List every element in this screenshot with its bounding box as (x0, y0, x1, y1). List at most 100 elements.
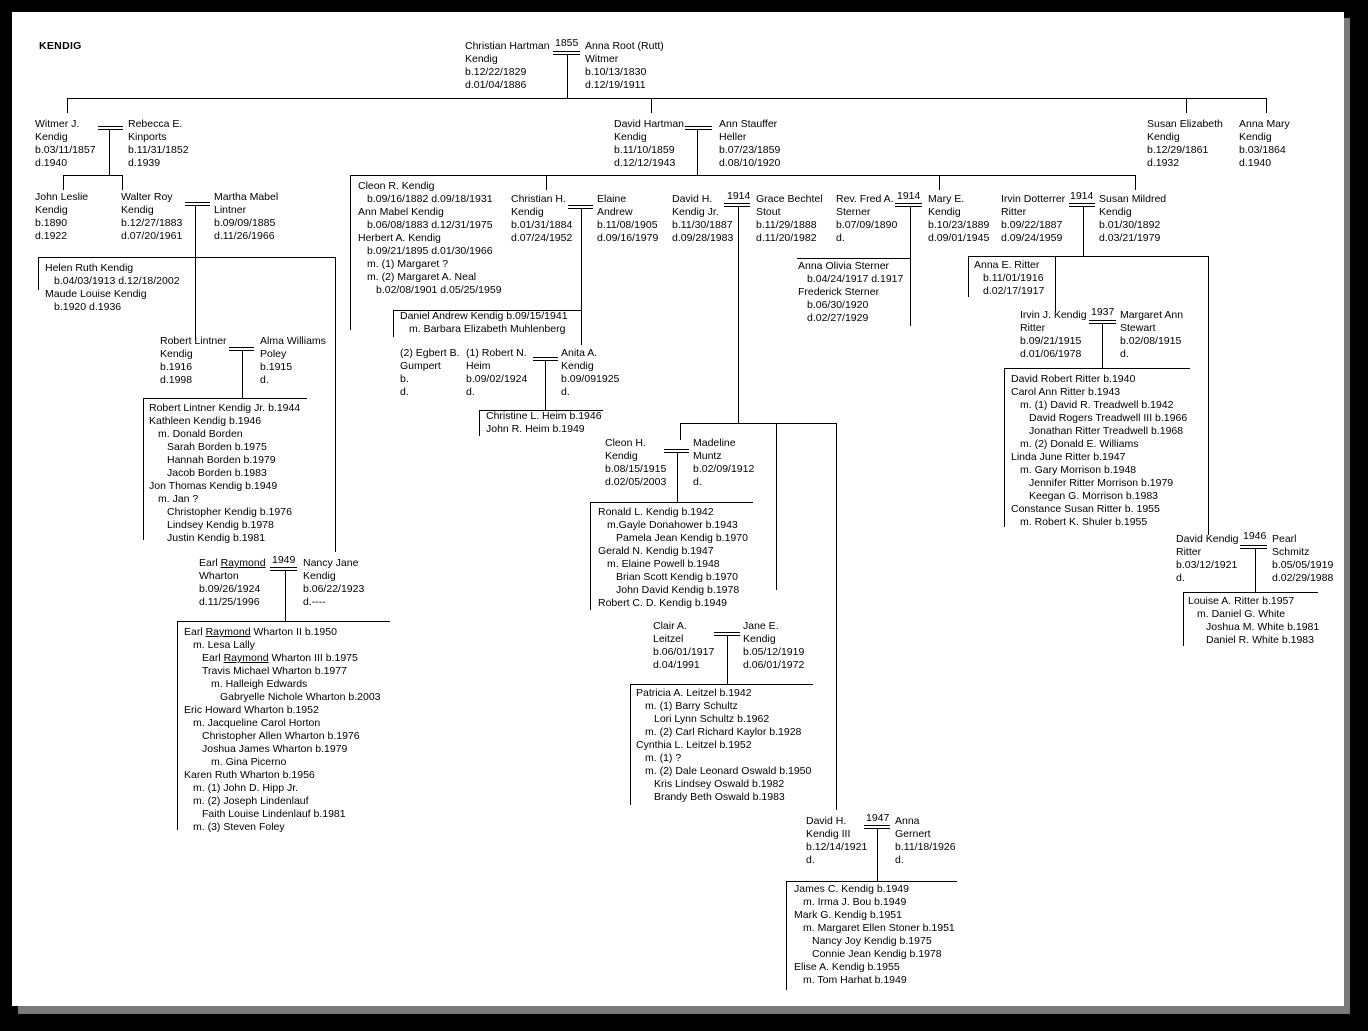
descendant-line: Ronald L. Kendig b.1942 (598, 506, 714, 518)
death-date: d.---- (303, 596, 326, 608)
descent-connector (651, 98, 652, 113)
descendant-line: m. (3) Steven Foley (193, 821, 285, 833)
person-surname: Kendig (561, 360, 594, 372)
marriage-bar (270, 567, 297, 568)
birth-date: b.1915 (260, 361, 293, 373)
descendant-line: David Rogers Treadwell III b.1966 (1029, 412, 1188, 424)
person-surname: Lintner (214, 204, 247, 216)
marriage-bar (568, 208, 593, 209)
person-name: Alma Williams (260, 335, 326, 347)
marriage-bar (185, 205, 210, 206)
descendant-line: Earl Raymond Wharton III b.1975 (202, 652, 358, 664)
descent-connector (680, 423, 681, 440)
death-date: d.07/20/1961 (121, 230, 183, 242)
descendant-line: Christopher Allen Wharton b.1976 (202, 730, 360, 742)
descendant-line: m. Daniel G. White (1197, 608, 1286, 620)
marriage-bar (533, 357, 558, 358)
descendant-line: b.06/08/1883 d.12/31/1975 (367, 219, 493, 231)
descendant-line: Lori Lynn Schultz b.1962 (654, 713, 770, 725)
person-name: David H. (672, 193, 713, 205)
descent-connector (1255, 548, 1256, 592)
descendant-line: John David Kendig b.1978 (616, 584, 740, 596)
sibling-connector (680, 423, 836, 424)
marriage-bar (714, 632, 740, 633)
death-date: d.02/05/2003 (605, 476, 667, 488)
person-surname: Kendig (928, 206, 961, 218)
descendant-line: Jacob Borden b.1983 (167, 467, 267, 479)
descendant-line: m. Robert K. Shuler b.1955 (1020, 516, 1148, 528)
birth-date: b.03/12/1921 (1176, 559, 1238, 571)
descendant-line: David Robert Ritter b.1940 (1011, 373, 1136, 385)
marriage-year: 1946 (1243, 530, 1267, 542)
descendant-line: Mark G. Kendig b.1951 (794, 909, 902, 921)
marriage-bar (1240, 545, 1267, 546)
birth-date: b.09/09/1885 (214, 217, 276, 229)
descendant-line: James C. Kendig b.1949 (794, 883, 909, 895)
marriage-bar (1069, 206, 1095, 207)
birth-date: b.11/10/1859 (614, 144, 675, 156)
death-date: d.01/04/1886 (465, 79, 527, 91)
descendant-line: m. Donald Borden (158, 428, 243, 440)
sibling-connector (38, 257, 335, 258)
person-name: John Leslie (35, 191, 89, 203)
descendant-line: m. (2) Dale Leonard Oswald b.1950 (645, 765, 812, 777)
descendant-line: Patricia A. Leitzel b.1942 (636, 687, 752, 699)
marriage-bar (685, 126, 712, 127)
descent-connector (393, 310, 394, 337)
person-name: Mary E. (928, 193, 965, 205)
descendant-line: Robert Lintner Kendig Jr. b.1944 (149, 402, 301, 414)
marriage-bar (685, 129, 712, 130)
descendant-line: Hannah Borden b.1979 (167, 454, 276, 466)
sibling-connector (968, 256, 1208, 257)
descendant-line: Gabryelle Nichole Wharton b.2003 (220, 691, 381, 703)
descent-connector (479, 410, 480, 436)
person-surname: Kendig (303, 570, 336, 582)
marriage-year: 1914 (897, 190, 921, 202)
descendant-line: Helen Ruth Kendig (45, 262, 134, 274)
descendant-line: Linda June Ritter b.1947 (1011, 451, 1126, 463)
person-name: Christian Hartman (465, 40, 550, 52)
sibling-connector (350, 175, 1135, 176)
descent-connector (63, 175, 64, 190)
person-surname: Heim (466, 360, 491, 372)
descendant-line: m. Elaine Powell b.1948 (607, 558, 720, 570)
death-date: d. (806, 854, 815, 866)
descendant-line: m. (2) Donald E. Williams (1020, 438, 1139, 450)
birth-date: b.11/29/1888 (756, 219, 817, 231)
person-name: (2) Egbert B. (400, 347, 460, 359)
person-surname: Andrew (597, 206, 633, 218)
descent-connector (1102, 323, 1103, 368)
descent-connector (776, 423, 777, 590)
death-date: d.11/25/1996 (199, 596, 260, 608)
marriage-year: 1855 (555, 37, 579, 49)
marriage-bar (553, 51, 580, 52)
death-date: d.02/29/1988 (1272, 572, 1334, 584)
marriage-bar (229, 347, 254, 348)
descendant-line: Elise A. Kendig b.1955 (794, 961, 900, 973)
descent-connector (242, 350, 243, 398)
descendant-line: Joshua James Wharton b.1979 (202, 743, 348, 755)
person-name: Anna Mary (1239, 118, 1290, 130)
person-name: Irvin Dotterrer (1001, 193, 1066, 205)
descent-connector (177, 621, 178, 830)
descendant-line: m. (2) Margaret A. Neal (367, 271, 477, 283)
marriage-bar (185, 202, 210, 203)
descent-connector (939, 175, 940, 190)
descendant-line: m. (1) ? (645, 752, 682, 764)
